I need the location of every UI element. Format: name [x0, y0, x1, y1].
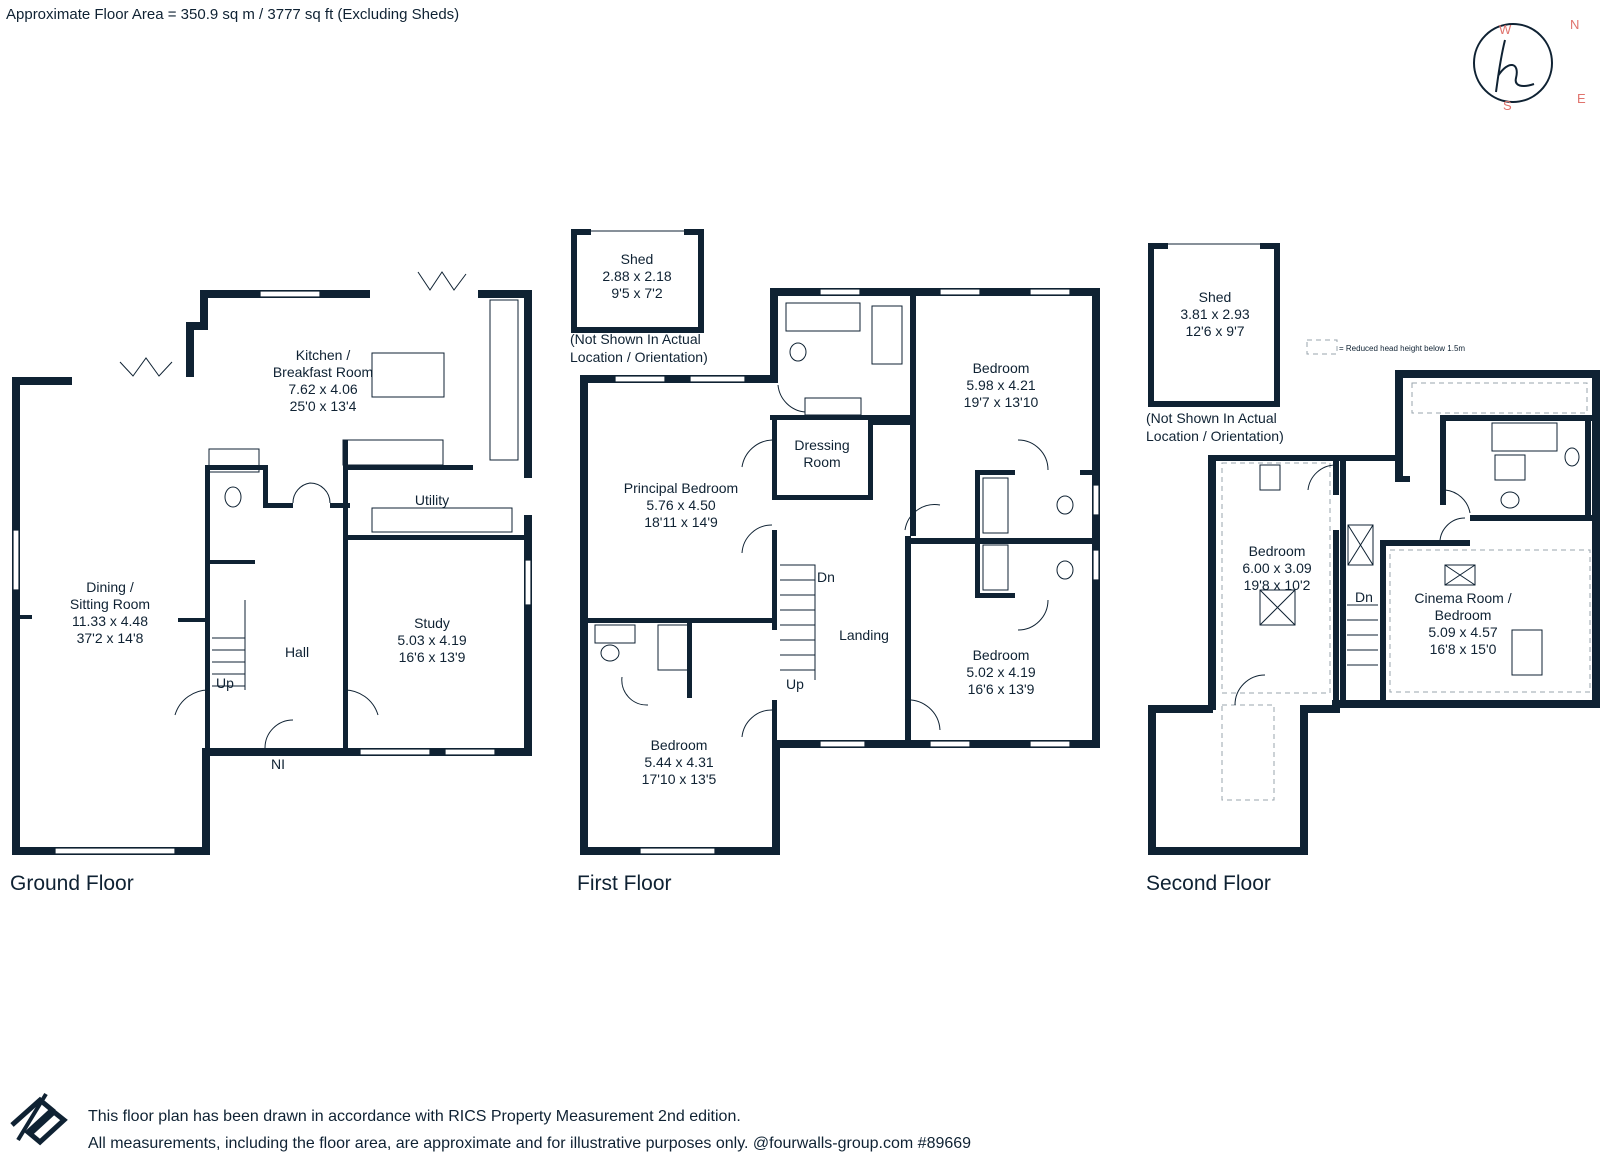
first-floor-plan	[571, 229, 1100, 855]
ff-bedroom-se-imperial: 16'6 x 13'9	[968, 681, 1035, 697]
second-floor-plan: = Reduced head height below 1.5m	[1148, 243, 1600, 855]
sf-bedroom-metric: 6.00 x 3.09	[1242, 560, 1311, 576]
compass-s: S	[1503, 98, 1512, 113]
cinema-name-2: Bedroom	[1435, 607, 1492, 623]
kitchen-name-2: Breakfast Room	[273, 364, 373, 380]
first-floor-label: First Floor	[577, 872, 672, 895]
dining-imperial: 37'2 x 14'8	[77, 630, 144, 646]
ff-bedroom-ne-imperial: 19'7 x 13'10	[964, 394, 1039, 410]
footer-line-2: All measurements, including the floor ar…	[88, 1135, 971, 1152]
footer-line-1: This floor plan has been drawn in accord…	[88, 1108, 741, 1125]
ff-bedroom-se-name: Bedroom	[973, 647, 1030, 663]
principal-name: Principal Bedroom	[624, 480, 738, 496]
compass-n: N	[1570, 17, 1579, 32]
study-imperial: 16'6 x 13'9	[399, 649, 466, 665]
ff-shed-imperial: 9'5 x 7'2	[611, 285, 662, 301]
kitchen-imperial: 25'0 x 13'4	[290, 398, 357, 414]
compass-e: E	[1577, 91, 1586, 106]
kitchen-name-1: Kitchen /	[296, 347, 351, 363]
ff-stairs-up: Up	[786, 676, 804, 692]
ground-floor-plan	[12, 271, 532, 855]
cinema-metric: 5.09 x 4.57	[1428, 624, 1497, 640]
principal-imperial: 18'11 x 14'9	[644, 514, 718, 530]
dressing-name-1: Dressing	[794, 437, 849, 453]
dining-name-2: Sitting Room	[70, 596, 150, 612]
study-metric: 5.03 x 4.19	[397, 632, 466, 648]
sf-shed-imperial: 12'6 x 9'7	[1185, 323, 1244, 339]
utility-name: Utility	[415, 492, 449, 508]
sf-shed-note-2: Location / Orientation)	[1146, 428, 1284, 444]
ff-stairs-dn: Dn	[817, 569, 835, 585]
ff-bedroom-ne-name: Bedroom	[973, 360, 1030, 376]
hall-name: Hall	[285, 644, 309, 660]
sf-shed-metric: 3.81 x 2.93	[1180, 306, 1249, 322]
sf-bedroom-imperial: 19'8 x 10'2	[1244, 577, 1311, 593]
sf-stairs-dn: Dn	[1355, 589, 1373, 605]
compass-w: W	[1499, 22, 1512, 37]
ff-bedroom-sw-name: Bedroom	[651, 737, 708, 753]
kitchen-metric: 7.62 x 4.06	[288, 381, 357, 397]
gf-stairs-up: Up	[216, 675, 234, 691]
fourwalls-logo	[10, 1092, 68, 1146]
ff-shed-note-2: Location / Orientation)	[570, 349, 708, 365]
compass-logo: W N E S	[1473, 17, 1586, 113]
cinema-imperial: 16'8 x 15'0	[1430, 641, 1497, 657]
landing-name: Landing	[839, 627, 889, 643]
dining-name-1: Dining /	[86, 579, 134, 595]
ff-bedroom-sw-metric: 5.44 x 4.31	[644, 754, 713, 770]
ff-shed-metric: 2.88 x 2.18	[602, 268, 671, 284]
floor-area-heading: Approximate Floor Area = 350.9 sq m / 37…	[6, 6, 459, 23]
ff-bedroom-se-metric: 5.02 x 4.19	[966, 664, 1035, 680]
ff-shed-note-1: (Not Shown In Actual	[570, 331, 701, 347]
legend-text: = Reduced head height below 1.5m	[1339, 344, 1465, 353]
ff-bedroom-ne-metric: 5.98 x 4.21	[966, 377, 1035, 393]
sf-bedroom-name: Bedroom	[1249, 543, 1306, 559]
sf-shed-note-1: (Not Shown In Actual	[1146, 410, 1277, 426]
gf-entrance: NI	[271, 756, 285, 772]
ff-shed-name: Shed	[621, 251, 654, 267]
principal-metric: 5.76 x 4.50	[646, 497, 715, 513]
cinema-name-1: Cinema Room /	[1414, 590, 1511, 606]
ground-floor-label: Ground Floor	[10, 872, 134, 895]
dressing-name-2: Room	[803, 454, 840, 470]
dining-metric: 11.33 x 4.48	[72, 613, 148, 629]
study-name: Study	[414, 615, 450, 631]
sf-shed-name: Shed	[1199, 289, 1232, 305]
second-floor-label: Second Floor	[1146, 872, 1271, 895]
ff-bedroom-sw-imperial: 17'10 x 13'5	[642, 771, 717, 787]
